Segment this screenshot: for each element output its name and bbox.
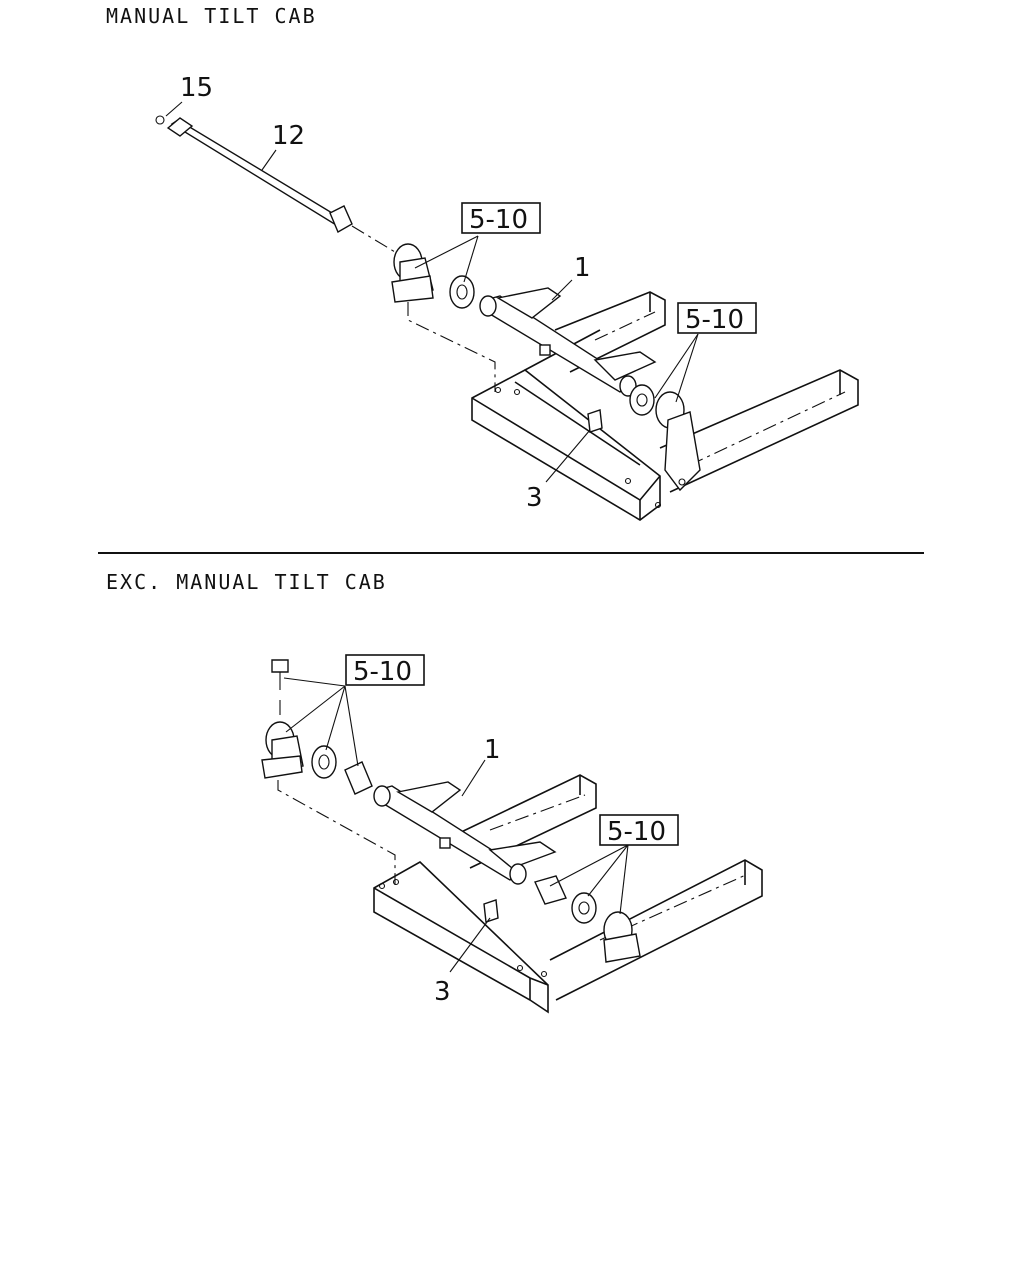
upper-bushing-left — [449, 275, 475, 309]
lower-callout-3: 3 — [434, 977, 451, 1007]
tilt-rod-12 — [155, 115, 396, 253]
lower-grease-fitting-3 — [483, 899, 499, 923]
svg-text:5-10: 5-10 — [685, 305, 744, 335]
upper-leader-lines — [165, 101, 699, 483]
upper-callout-5-10-left: 5-10 — [461, 202, 541, 235]
lower-shaft-1 — [373, 781, 557, 885]
upper-bushing-right — [629, 384, 655, 416]
upper-assembly: 15 12 5-10 1 5-10 3 — [155, 73, 859, 521]
lower-bolt — [271, 659, 289, 715]
lower-right-bracket — [603, 911, 641, 963]
upper-callout-5-10-right: 5-10 — [677, 302, 757, 335]
section-title-exc-manual-tilt-cab: EXC. MANUAL TILT CAB — [106, 570, 387, 594]
lower-callout-5-10-left: 5-10 — [345, 654, 425, 687]
svg-text:5-10: 5-10 — [469, 205, 528, 235]
svg-text:5-10: 5-10 — [607, 817, 666, 847]
upper-callout-15: 15 — [180, 73, 213, 103]
lower-assembly: 5-10 1 5-10 3 — [261, 654, 763, 1014]
upper-left-bracket — [391, 243, 496, 392]
lower-left-bracket — [261, 721, 396, 885]
lower-bushing-right-2 — [571, 892, 597, 924]
lower-bushing-left-2 — [344, 761, 373, 795]
upper-callout-12: 12 — [272, 121, 305, 151]
lower-bushing-right-1 — [534, 875, 567, 905]
lower-bushing-left-1 — [311, 745, 337, 779]
upper-right-bracket — [655, 391, 701, 492]
lower-callout-5-10-right: 5-10 — [599, 814, 679, 847]
lower-leader-lines — [283, 677, 629, 973]
svg-text:5-10: 5-10 — [353, 657, 412, 687]
lower-callout-1: 1 — [484, 735, 501, 765]
upper-shaft-1 — [479, 287, 657, 397]
upper-grease-fitting-3 — [587, 409, 603, 433]
section-divider — [98, 552, 924, 554]
section-title-manual-tilt-cab: MANUAL TILT CAB — [106, 4, 317, 28]
upper-callout-3: 3 — [526, 483, 543, 513]
upper-callout-1: 1 — [574, 253, 591, 283]
